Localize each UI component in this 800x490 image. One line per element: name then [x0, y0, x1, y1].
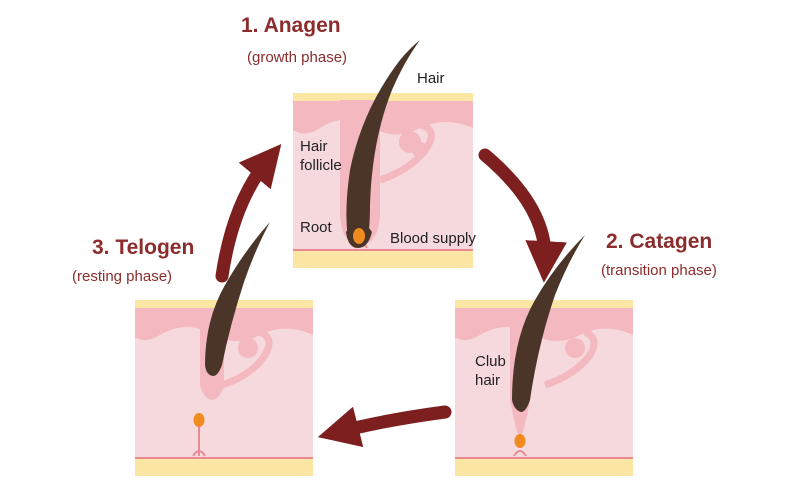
telogen-subtitle: (resting phase) [72, 268, 173, 285]
telogen-skin-panel [135, 222, 313, 476]
telogen-papilla [193, 413, 205, 427]
hair-label: Hair [417, 70, 445, 87]
anagen-title: 1. Anagen [241, 14, 341, 37]
catagen-title: 2. Catagen [606, 230, 713, 253]
hair-follicle-label-line1: Hair [300, 138, 328, 155]
catagen-skin-panel [455, 235, 633, 476]
arrow-anagen-to-catagen [478, 148, 567, 283]
blood-supply-label: Blood supply [390, 230, 476, 247]
arrow-catagen-to-telogen [317, 405, 452, 448]
anagen-skin-panel [293, 40, 473, 268]
root-label: Root [300, 219, 332, 236]
hair-follicle-label-line2: follicle [300, 157, 342, 174]
club-hair-label-line2: hair [475, 372, 501, 389]
catagen-hair [512, 235, 585, 412]
club-hair-label-line1: Club [475, 353, 506, 370]
anagen-papilla [353, 228, 365, 244]
catagen-subtitle: (transition phase) [601, 262, 717, 279]
anagen-hair [346, 40, 420, 238]
telogen-title: 3. Telogen [92, 236, 195, 259]
anagen-subtitle: (growth phase) [247, 49, 348, 66]
telogen-hair [205, 222, 270, 376]
arrow-telogen-to-anagen [215, 144, 282, 283]
catagen-papilla [514, 434, 526, 448]
